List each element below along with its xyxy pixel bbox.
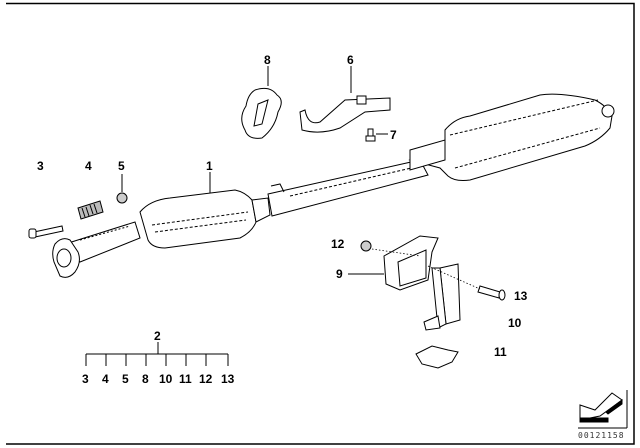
- leader-lines: [85, 66, 388, 366]
- callout-4: 4: [85, 159, 92, 173]
- callout-7: 7: [390, 128, 397, 142]
- kit-child-label: 8: [142, 372, 149, 386]
- catalytic-converter-pipe[interactable]: [52, 93, 615, 278]
- spring-part-4[interactable]: [77, 200, 104, 220]
- kit-parent-label: 2: [154, 329, 161, 343]
- callout-8: 8: [264, 53, 271, 67]
- catalog-logo: [578, 390, 628, 429]
- callout-9: 9: [336, 267, 343, 281]
- assembly-lines: [371, 248, 481, 290]
- bolt-part-13[interactable]: [477, 285, 506, 301]
- clamp-part-11[interactable]: [415, 345, 459, 369]
- callout-6: 6: [347, 53, 354, 67]
- callout-5: 5: [118, 159, 125, 173]
- callout-1: 1: [206, 159, 213, 173]
- screw-part-7[interactable]: [365, 128, 376, 142]
- kit-child-label: 10: [159, 372, 173, 386]
- callout-13: 13: [514, 289, 528, 303]
- catalog-number: 00121158: [578, 431, 625, 440]
- kit-child-label: 4: [102, 372, 109, 386]
- kit-child-label: 11: [179, 372, 192, 386]
- callout-12: 12: [331, 237, 345, 251]
- callout-11: 11: [494, 345, 507, 359]
- holder-part-10[interactable]: [423, 263, 461, 331]
- nut-part-5[interactable]: [116, 192, 128, 204]
- callout-10: 10: [508, 316, 522, 330]
- bolt-part-3[interactable]: [28, 225, 64, 239]
- kit-child-label: 13: [221, 372, 235, 386]
- kit-child-label: 3: [82, 372, 89, 386]
- frame: [6, 2, 635, 445]
- nut-part-12[interactable]: [360, 240, 372, 252]
- rubber-mount-part-9[interactable]: [383, 235, 439, 291]
- kit-child-label: 12: [199, 372, 213, 386]
- rubber-mounting-part-8[interactable]: [241, 87, 282, 139]
- callout-3: 3: [37, 159, 44, 173]
- kit-child-label: 5: [122, 372, 129, 386]
- bracket-part-6[interactable]: [299, 95, 391, 133]
